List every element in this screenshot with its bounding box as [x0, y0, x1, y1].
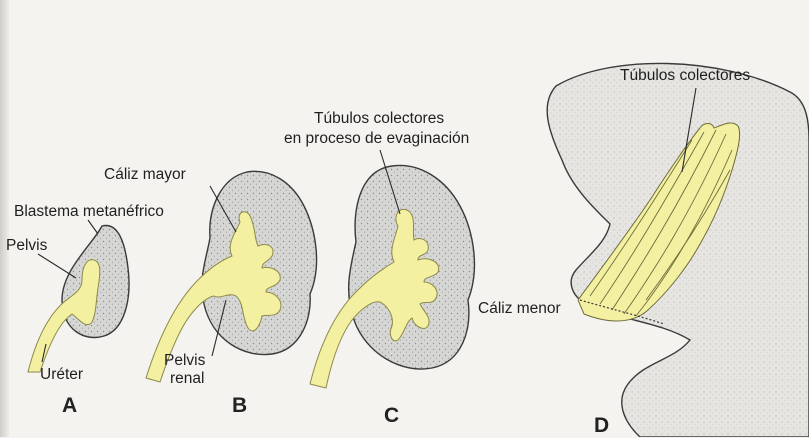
- label-pelvis-renal-line1: Pelvis: [164, 352, 205, 370]
- stage-a-ureter-pelvis: [28, 260, 100, 372]
- label-tubulos-evaginacion-line2: en proceso de evaginación: [284, 130, 469, 148]
- stage-c-drawing: [310, 165, 474, 388]
- panel-letter-d: D: [594, 414, 609, 438]
- label-blastema-metanefrico: Blastema metanéfrico: [14, 203, 164, 221]
- panel-letter-b: B: [232, 394, 247, 418]
- label-pelvis-a: Pelvis: [6, 237, 47, 255]
- stage-b-drawing: [146, 171, 317, 382]
- label-tubulos-evaginacion-line1: Túbulos colectores: [314, 110, 444, 128]
- panel-letter-a: A: [62, 394, 77, 418]
- label-caliz-menor: Cáliz menor: [478, 300, 561, 318]
- label-caliz-mayor: Cáliz mayor: [104, 166, 186, 184]
- label-pelvis-renal-line2: renal: [170, 370, 204, 388]
- label-tubulos-colectores-d: Túbulos colectores: [620, 67, 750, 85]
- stage-d-drawing: [547, 63, 809, 437]
- label-ureter: Uréter: [40, 366, 83, 384]
- panel-letter-c: C: [384, 404, 399, 428]
